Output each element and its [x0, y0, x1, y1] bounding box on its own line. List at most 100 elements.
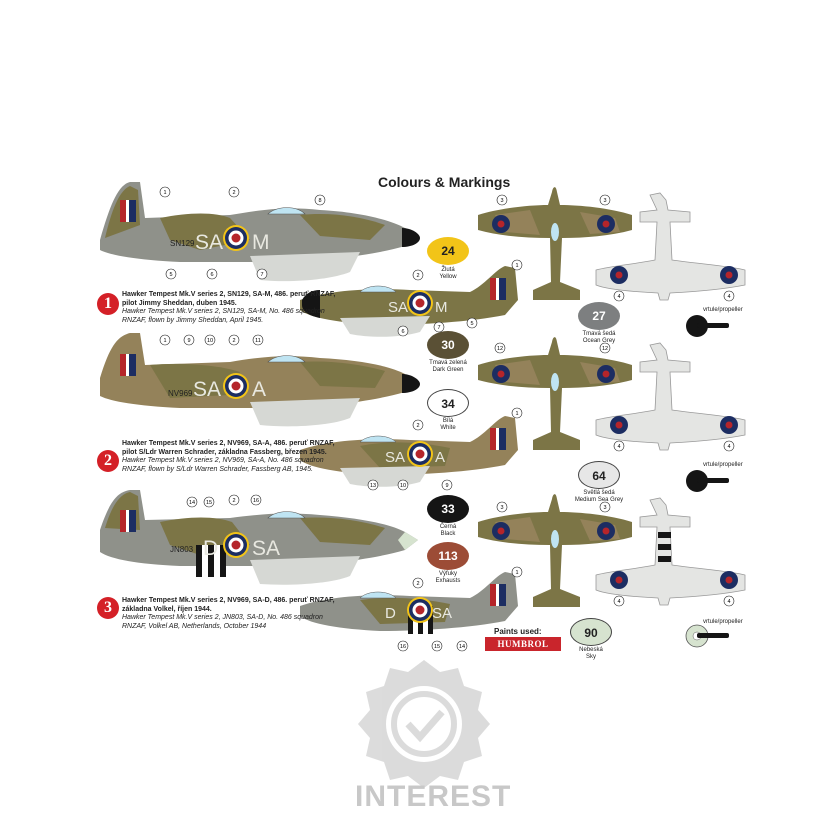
aircraft-side-view-2: SA A NV969 — [100, 333, 420, 427]
svg-text:4: 4 — [617, 444, 620, 450]
callout-2a: 2 — [228, 186, 240, 198]
svg-text:2: 2 — [416, 423, 419, 429]
callout-3a: 3 — [496, 194, 508, 206]
svg-text:12: 12 — [497, 346, 503, 352]
svg-text:5: 5 — [470, 321, 473, 327]
svg-text:4: 4 — [617, 599, 620, 605]
callout-2e: 2 — [228, 494, 240, 506]
aircraft-code-right-3: SA — [252, 537, 280, 560]
callout-4e: 4 — [613, 595, 625, 607]
scheme-caption-1: Hawker Tempest Mk.V series 2, SN129, SA-… — [122, 291, 336, 325]
callout-2f: 2 — [412, 577, 424, 589]
callout-1e: 1 — [511, 566, 523, 578]
scheme-caption-cz: Hawker Tempest Mk.V series 2, SN129, SA-… — [122, 291, 336, 307]
svg-text:4: 4 — [617, 294, 620, 300]
page-title: Colours & Markings — [378, 174, 511, 190]
callout-14a: 14 — [186, 496, 198, 508]
aircraft-side-view-1: SA M SN129 — [100, 182, 420, 282]
svg-text:4: 4 — [727, 294, 730, 300]
callout-3c: 3 — [496, 501, 508, 513]
paint-swatch-34: 34 — [427, 389, 469, 417]
aircraft-under-view-2 — [595, 342, 746, 451]
callout-4b: 4 — [723, 290, 735, 302]
svg-text:1: 1 — [163, 338, 166, 344]
svg-text:10: 10 — [400, 483, 406, 489]
scheme-caption-3: Hawker Tempest Mk.V series 2, NV969, SA-… — [122, 597, 336, 631]
callout-15a: 15 — [203, 496, 215, 508]
svg-text:14: 14 — [459, 644, 465, 650]
callout-9a: 9 — [183, 334, 195, 346]
callout-4c: 4 — [613, 440, 625, 452]
callout-2b: 2 — [412, 269, 424, 281]
watermark-text: INTEREST — [355, 780, 512, 813]
svg-text:7: 7 — [260, 272, 263, 278]
scheme-caption-cz: Hawker Tempest Mk.V series 2, NV969, SA-… — [122, 440, 335, 456]
svg-text:16: 16 — [253, 498, 259, 504]
callout-3b: 3 — [599, 194, 611, 206]
paint-swatch-90: 90 — [570, 618, 612, 646]
small-code-left-3: D — [385, 605, 396, 622]
callout-4a: 4 — [613, 290, 625, 302]
small-code-right-3: SA — [432, 605, 452, 622]
aircraft-code-right-2: A — [252, 378, 266, 401]
svg-text:4: 4 — [727, 444, 730, 450]
svg-text:9: 9 — [187, 338, 190, 344]
scheme-number-badge: 1 — [97, 293, 119, 315]
scheme-caption-2: Hawker Tempest Mk.V series 2, NV969, SA-… — [122, 440, 336, 474]
propeller-label: vrtule/propeller — [703, 619, 743, 625]
watermark-badge-icon — [358, 660, 490, 788]
callout-10a: 10 — [204, 334, 216, 346]
propeller-label: vrtule/propeller — [703, 307, 743, 313]
svg-text:16: 16 — [400, 644, 406, 650]
paints-used-label: Paints used: — [494, 627, 542, 636]
callout-12a: 12 — [494, 342, 506, 354]
callout-2c: 2 — [228, 334, 240, 346]
callout-14b: 14 — [456, 640, 468, 652]
callout-12b: 12 — [599, 342, 611, 354]
svg-text:7: 7 — [437, 325, 440, 331]
svg-text:3: 3 — [603, 198, 606, 204]
propeller-label: vrtule/propeller — [703, 462, 743, 468]
paint-swatch-64: 64 — [578, 461, 620, 489]
svg-text:13: 13 — [370, 483, 376, 489]
svg-text:1: 1 — [515, 411, 518, 417]
callout-5b: 5 — [466, 317, 478, 329]
callout-16b: 16 — [397, 640, 409, 652]
callout-4f: 4 — [723, 595, 735, 607]
aircraft-side-view-3: D SA JN803 — [100, 490, 418, 585]
svg-text:5: 5 — [169, 272, 172, 278]
aircraft-top-view-2 — [478, 337, 632, 450]
callout-7a: 7 — [256, 268, 268, 280]
svg-text:2: 2 — [416, 581, 419, 587]
svg-text:1: 1 — [163, 190, 166, 196]
aircraft-under-view-1 — [595, 192, 746, 301]
aircraft-top-view-1 — [478, 187, 632, 300]
svg-text:3: 3 — [500, 198, 503, 204]
svg-text:10: 10 — [207, 338, 213, 344]
svg-text:1: 1 — [515, 570, 518, 576]
paint-swatch-113: 113 — [427, 542, 469, 570]
svg-text:12: 12 — [602, 346, 608, 352]
callout-16a: 16 — [250, 494, 262, 506]
aircraft-serial-1: SN129 — [170, 239, 195, 248]
propeller-icon-2 — [686, 470, 729, 492]
scheme-caption-cz: Hawker Tempest Mk.V series 2, NV969, SA-… — [122, 597, 335, 613]
aircraft-code-left-2: SA — [193, 378, 221, 401]
svg-text:14: 14 — [189, 500, 195, 506]
aircraft-code-right-1: M — [252, 231, 270, 254]
callout-15b: 15 — [431, 640, 443, 652]
svg-text:3: 3 — [500, 505, 503, 511]
callout-9b: 9 — [441, 479, 453, 491]
svg-text:2: 2 — [416, 273, 419, 279]
humbrol-logo: HUMBROL — [485, 637, 561, 651]
callout-3d: 3 — [599, 501, 611, 513]
aircraft-code-left-3: D — [203, 537, 218, 560]
